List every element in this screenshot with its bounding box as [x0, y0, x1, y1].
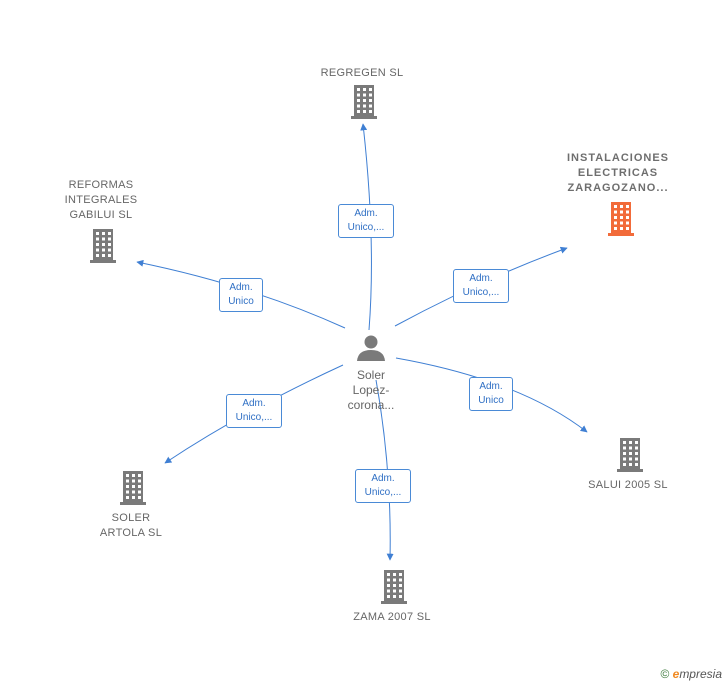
- relation-label-reformas[interactable]: Adm. Unico: [219, 278, 263, 312]
- copyright-symbol: ©: [660, 667, 670, 681]
- footer-brand: © empresia: [660, 667, 722, 681]
- building-icon-regregen: [351, 85, 377, 119]
- company-name-soler[interactable]: SOLER ARTOLA SL: [99, 512, 163, 539]
- company-name-zama[interactable]: ZAMA 2007 SL: [353, 611, 431, 623]
- building-icon-instalaciones: [608, 202, 634, 236]
- brand-logo-text: mpresia: [679, 667, 722, 681]
- building-icon-zama: [381, 570, 407, 604]
- relation-label-zama[interactable]: Adm. Unico,...: [355, 469, 411, 503]
- relation-label-instalaciones[interactable]: Adm. Unico,...: [453, 269, 509, 303]
- company-name-instalaciones[interactable]: INSTALACIONES ELECTRICAS ZARAGOZANO...: [566, 152, 670, 194]
- company-name-salui[interactable]: SALUI 2005 SL: [588, 479, 668, 491]
- person-icon: [357, 335, 385, 361]
- relation-label-soler[interactable]: Adm. Unico,...: [226, 394, 282, 428]
- relation-label-salui[interactable]: Adm. Unico: [469, 377, 513, 411]
- building-icon-reformas: [90, 229, 116, 263]
- company-name-reformas[interactable]: REFORMAS INTEGRALES GABILUI SL: [64, 179, 138, 221]
- brand-logo-initial: e: [672, 667, 680, 681]
- relation-label-regregen[interactable]: Adm. Unico,...: [338, 204, 394, 238]
- building-icon-soler: [120, 471, 146, 505]
- person-name[interactable]: Soler Lopez- corona...: [347, 368, 395, 412]
- building-icon-salui: [617, 438, 643, 472]
- company-name-regregen[interactable]: REGREGEN SL: [320, 67, 404, 79]
